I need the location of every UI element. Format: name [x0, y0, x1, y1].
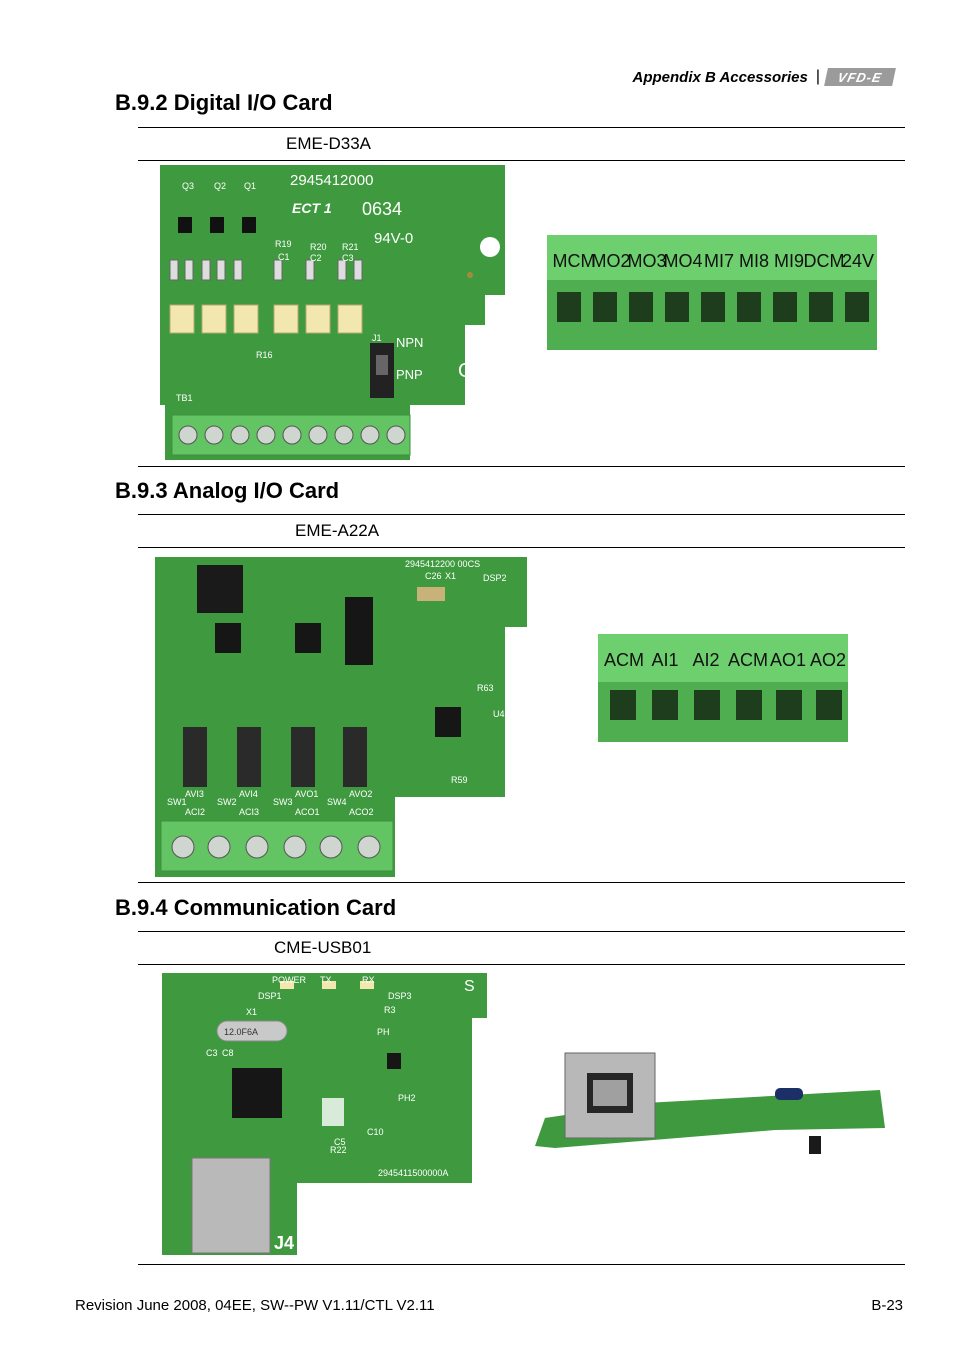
table-rule [138, 514, 905, 515]
board-label: 2945412200 00CS [405, 559, 480, 569]
model-eme-d33a: EME-D33A [286, 134, 372, 153]
terminal-label: MI9 [774, 251, 804, 271]
footer-revision: Revision June 2008, 04EE, SW--PW V1.11/C… [75, 1297, 435, 1314]
board-label: POWER [272, 975, 307, 985]
section-title-communication: B.9.4 Communication Card [115, 895, 397, 920]
board-label: NPN [396, 335, 423, 350]
board-label: U4 [493, 709, 505, 719]
page-header: Appendix B Accessories | VFD-E [632, 66, 896, 88]
terminal-label: MCM [553, 251, 596, 271]
board-label: C26 [425, 571, 442, 581]
board-label: TB1 [176, 393, 193, 403]
board-label: 12.0F6A [224, 1027, 258, 1037]
board-label: 2945411500000A [378, 1168, 448, 1178]
vfd-e-logo: VFD-E [824, 68, 896, 86]
board-label: AVI4 [239, 789, 258, 799]
board-label: X1 [445, 571, 456, 581]
board-label: S [464, 978, 475, 995]
header-separator: | [815, 68, 820, 85]
page-number: B-23 [871, 1297, 903, 1314]
table-rule [138, 931, 905, 932]
terminal-label: 24V [842, 251, 874, 271]
terminal-label: AI1 [651, 650, 678, 670]
board-label: R20 [310, 242, 327, 252]
board-label: C5 [334, 1137, 346, 1147]
board-label: C8 [222, 1048, 234, 1058]
analog-io-terminal-block-photo: ACM AI1 AI2 ACM AO1 AO2 [598, 630, 850, 750]
board-label: Q3 [182, 181, 194, 191]
board-label: ACO1 [295, 807, 320, 817]
board-label: 2945412000 [290, 172, 373, 189]
table-rule [138, 466, 905, 467]
board-label: PH2 [398, 1093, 416, 1103]
terminal-label: DCM [804, 251, 845, 271]
terminal-label: AO2 [810, 650, 846, 670]
board-label: R16 [256, 350, 273, 360]
board-label: ACI2 [185, 807, 205, 817]
board-label: SW2 [217, 797, 237, 807]
board-label: AVI3 [185, 789, 204, 799]
board-label: C3 [342, 253, 354, 263]
terminal-label: MO4 [663, 251, 702, 271]
communication-board-photo: POWER TX RX DSP1 DSP3 X1 12.0F6A S J4 29… [162, 973, 492, 1255]
board-label: TX [320, 975, 332, 985]
table-rule [138, 964, 905, 965]
terminal-label: AO1 [770, 650, 806, 670]
header-title: Appendix B Accessories [632, 68, 808, 86]
analog-io-board-photo: 2945412200 00CS C26 X1 DSP2 SW1 SW2 SW3 … [155, 557, 527, 877]
board-label: R21 [342, 242, 359, 252]
terminal-label: MI8 [739, 251, 769, 271]
communication-usb-side-photo [535, 1048, 887, 1160]
table-rule [138, 1264, 905, 1265]
board-label: 0634 [362, 199, 402, 219]
board-label: AVO2 [349, 789, 372, 799]
model-eme-a22a: EME-A22A [295, 521, 380, 540]
board-label: ACO2 [349, 807, 374, 817]
terminal-label: MI7 [704, 251, 734, 271]
board-label: X1 [246, 1007, 257, 1017]
board-label: DSP1 [258, 991, 282, 1001]
board-label: C1 [278, 252, 290, 262]
board-label: DSP2 [483, 573, 507, 583]
board-label: ECT 1 [292, 200, 332, 216]
board-label: R22 [330, 1145, 347, 1155]
table-rule [138, 160, 905, 161]
table-rule [138, 127, 905, 128]
board-label: C2 [310, 253, 322, 263]
board-label: R59 [451, 775, 468, 785]
board-label: RX [362, 975, 375, 985]
section-title-analog-io: B.9.3 Analog I/O Card [115, 478, 340, 503]
digital-io-board-photo: 2945412000 ECT 1 0634 94V-0 NPN PNP OS Q… [160, 165, 506, 460]
model-cme-usb01: CME-USB01 [274, 938, 372, 957]
board-label: DSP3 [388, 991, 412, 1001]
board-label: Q1 [244, 181, 256, 191]
terminal-label: MO2 [591, 251, 630, 271]
terminal-label: AI2 [692, 650, 719, 670]
board-label: 94V-0 [374, 230, 413, 247]
board-label: PNP [396, 367, 423, 382]
board-label: J4 [274, 1233, 294, 1253]
table-rule [138, 882, 905, 883]
board-label: R63 [477, 683, 494, 693]
board-label: AVO1 [295, 789, 318, 799]
table-rule [138, 547, 905, 548]
board-label: SW3 [273, 797, 293, 807]
board-label: Q2 [214, 181, 226, 191]
board-label: SW1 [167, 797, 187, 807]
board-label: C3 [206, 1048, 218, 1058]
board-label: ACI3 [239, 807, 259, 817]
terminal-label: ACM [728, 650, 768, 670]
terminal-label: ACM [604, 650, 644, 670]
board-label: R3 [384, 1005, 396, 1015]
terminal-label: MO3 [627, 251, 666, 271]
board-label: R19 [275, 239, 292, 249]
board-label: C10 [367, 1127, 384, 1137]
section-title-digital-io: B.9.2 Digital I/O Card [115, 90, 333, 115]
digital-io-terminal-block-photo: MCM MO2 MO3 MO4 MI7 MI8 MI9 DCM 24V [547, 230, 882, 360]
board-label: OS [458, 360, 487, 382]
board-label: PH [377, 1027, 390, 1037]
board-label: J1 [372, 333, 382, 343]
board-label: SW4 [327, 797, 347, 807]
